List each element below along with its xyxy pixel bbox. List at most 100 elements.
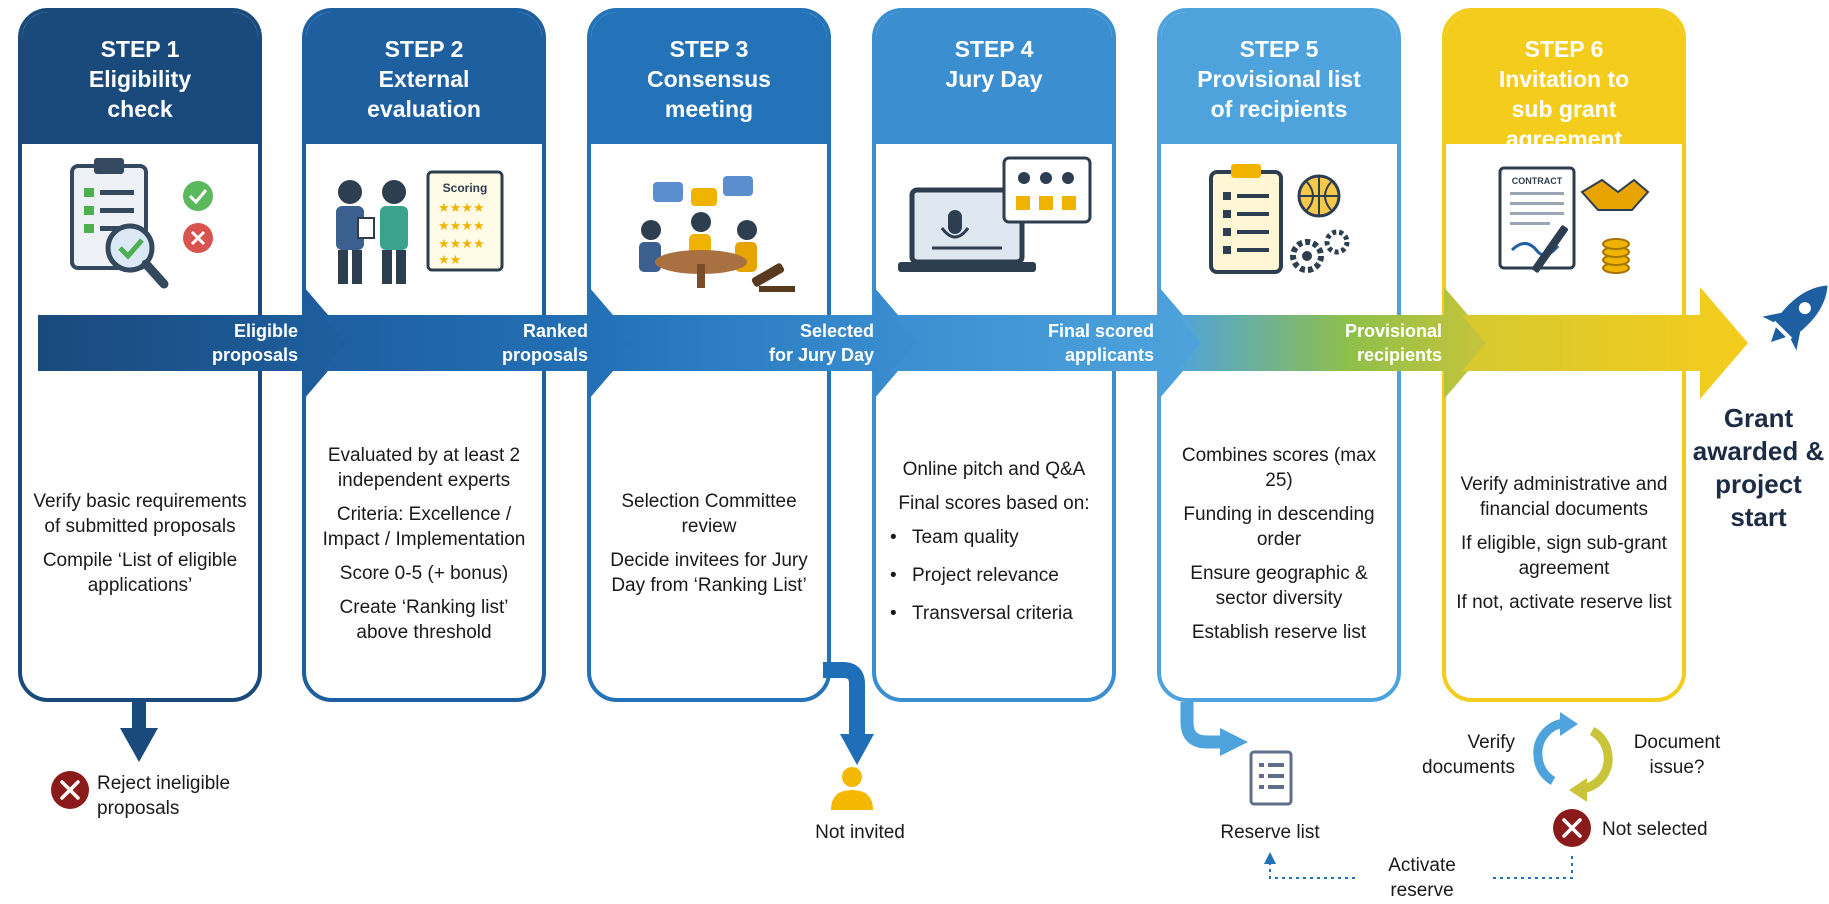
not-invited-arrow (823, 662, 874, 765)
criteria-item: Team quality (884, 525, 1108, 550)
arrow-label-5-line2: recipients (1356, 345, 1442, 365)
step-number: STEP 2 (384, 36, 464, 62)
scoring-board-label: Scoring (443, 181, 488, 195)
arrow-label-2: Ranked proposals (460, 319, 588, 367)
criteria-item: Project relevance (884, 563, 1108, 588)
step-description-text: Create ‘Ranking list’ above threshold (339, 596, 509, 643)
flow-arrow-4 (892, 287, 1207, 399)
step-description-6: Verify administrative and financial docu… (1452, 412, 1676, 684)
rocket-icon (1762, 285, 1828, 351)
step-description-text: Online pitch and Q&A (902, 459, 1086, 480)
step-title-line: of recipients (1210, 96, 1348, 122)
step-number: STEP 1 (100, 36, 180, 62)
step-header-3: STEP 3 Consensus meeting (591, 12, 827, 144)
arrow-label-1: Eligible proposals (170, 319, 298, 367)
step-description-text: Verify basic requirements of submitted p… (33, 491, 247, 537)
step-title-line: evaluation (367, 96, 481, 122)
reserve-list-icon (1249, 750, 1293, 806)
step-description-4: Online pitch and Q&A Final scores based o… (882, 412, 1106, 684)
step-header-5: STEP 5 Provisional list of recipients (1161, 12, 1397, 144)
not-selected-icon (1553, 809, 1591, 847)
step-description-text: Establish reserve list (1191, 621, 1367, 643)
reserve-list-label: Reserve list (1220, 822, 1320, 843)
step-header-6: STEP 6 Invitation to sub grant agreement (1446, 12, 1682, 152)
step-description-text: Score 0-5 (+ bonus) (339, 562, 509, 584)
svg-text:★★★★: ★★★★ (438, 219, 485, 234)
flow-arrow-1 (38, 287, 352, 399)
arrow-label-3-line1: Selected (799, 321, 874, 341)
document-issue-label: Document issue? (1633, 732, 1721, 778)
step-2-illustration: Scoring★★★★★★★★★★★★★★ (336, 170, 504, 284)
arrow-label-3-line2: for Jury Day (768, 345, 874, 365)
arrow-label-4-line2: applicants (1064, 345, 1154, 365)
step-description-text: Verify administrative and financial docu… (1460, 474, 1668, 520)
step-title-line: agreement (1505, 126, 1623, 152)
step-title-line: sub grant (1511, 96, 1617, 122)
step-1-illustration (70, 158, 213, 289)
step-description-text: Decide invitees for Jury Day from ‘Ranki… (610, 550, 808, 596)
arrow-label-4: Final scored applicants (1010, 319, 1154, 367)
step-5-illustration (1209, 164, 1350, 274)
arrow-label-5-line1: Provisional (1344, 321, 1442, 341)
reject-label: Reject ineligible proposals (97, 773, 231, 819)
step-description-text: Ensure geographic & sector diversity (1190, 562, 1368, 609)
verify-documents-label: Verify documents (1422, 732, 1515, 778)
step-title-line: Invitation to (1498, 66, 1630, 92)
activate-reserve-label: Activate reserve (1388, 855, 1456, 901)
step-title-line: check (107, 96, 173, 122)
step-3-illustration (639, 176, 795, 292)
step-description-text: Final scores based on: (898, 493, 1090, 514)
criteria-list: Team qualityProject relevanceTransversal… (880, 525, 1108, 639)
not-invited-label: Not invited (815, 822, 905, 843)
activate-reserve-arrow (1269, 856, 1573, 879)
arrow-label-5: Provisional recipients (1290, 319, 1442, 367)
step-description-1: Verify basic requirements of submitted p… (28, 412, 252, 684)
step-description-text: Selection Committee review (621, 491, 797, 537)
step-description-5: Combines scores (max 25) Funding in desce… (1167, 412, 1391, 684)
flow-arrow-2 (322, 287, 637, 399)
reserve-list-arrow (1180, 702, 1248, 756)
step-description-text: If not, activate reserve list (1456, 592, 1672, 613)
step-description-text: Compile ‘List of eligible applications’ (42, 550, 238, 596)
step-number: STEP 3 (669, 36, 749, 62)
arrow-label-1-line1: Eligible (233, 321, 298, 341)
step-number: STEP 4 (954, 36, 1034, 62)
contract-label: CONTRACT (1512, 176, 1563, 186)
step-4-illustration (898, 156, 1092, 272)
step-title-line: Consensus (647, 66, 771, 92)
svg-text:★★: ★★ (438, 253, 461, 268)
flow-arrow-6 (1462, 287, 1748, 399)
reject-icon (51, 771, 89, 809)
step-description-text: Evaluated by at least 2 independent expe… (327, 444, 521, 491)
step-title-line: Eligibility (88, 66, 192, 92)
criteria-item: Transversal criteria (884, 601, 1108, 626)
svg-text:★★★★: ★★★★ (438, 201, 485, 216)
reject-down-arrow (120, 702, 158, 762)
arrow-label-3: Selected for Jury Day (720, 319, 874, 367)
arrow-label-2-line2: proposals (501, 345, 588, 365)
step-title-line: meeting (664, 96, 754, 122)
cycle-icon (1533, 712, 1613, 802)
step-number: STEP 5 (1239, 36, 1319, 62)
step-description-text: Combines scores (max 25) (1181, 444, 1377, 491)
step-number: STEP 6 (1524, 36, 1604, 62)
flow-arrow-5 (1177, 287, 1492, 399)
step-description-text: Criteria: Excellence / Impact / Implemen… (322, 503, 526, 550)
final-outcome-label: Grant awarded & project start (1692, 403, 1825, 532)
svg-text:★★★★: ★★★★ (438, 237, 485, 252)
arrow-label-4-line1: Final scored (1047, 321, 1154, 341)
step-header-1: STEP 1 Eligibility check (22, 12, 258, 144)
step-title-line: Provisional list (1197, 66, 1361, 92)
flow-arrow-3 (607, 287, 922, 399)
step-description-2: Evaluated by at least 2 independent expe… (312, 412, 536, 684)
step-description-text: If eligible, sign sub-grant agreement (1461, 533, 1667, 579)
arrow-label-1-line2: proposals (211, 345, 298, 365)
arrow-label-2-line1: Ranked (522, 321, 588, 341)
person-icon (831, 767, 873, 810)
step-description-text: Funding in descending order (1183, 503, 1375, 550)
step-6-illustration: CONTRACT (1498, 166, 1650, 274)
